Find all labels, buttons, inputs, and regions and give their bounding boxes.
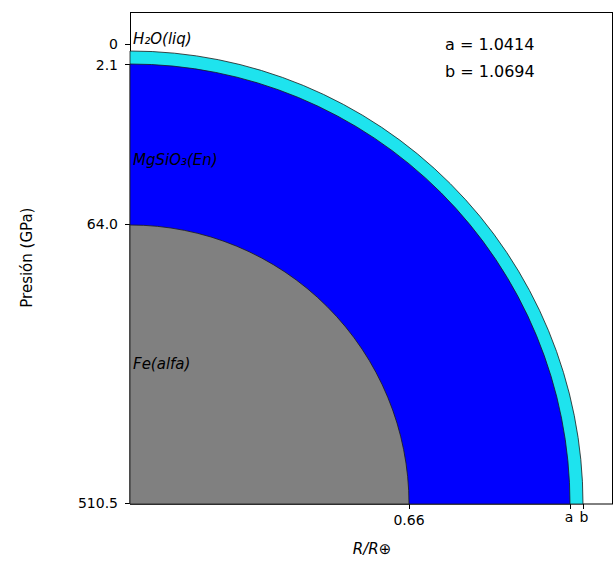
tick-mark xyxy=(125,224,130,225)
tick-label: b xyxy=(580,509,589,525)
tick-label: a xyxy=(565,509,574,525)
tick-mark xyxy=(409,504,410,509)
tick-label: 2.1 xyxy=(96,57,118,73)
layer-label: MgSiO₃(En) xyxy=(133,152,218,169)
tick-mark xyxy=(125,44,130,45)
tick-label: 0.66 xyxy=(393,512,424,528)
layer-region: Fe(alfa)MgSiO₃(En)H₂O(liq) xyxy=(130,51,583,504)
tick-mark xyxy=(570,504,571,509)
annotation: a = 1.0414 xyxy=(445,36,534,54)
layer-label: H₂O(liq) xyxy=(133,31,192,48)
axis-title: Presión (GPa) xyxy=(19,208,36,308)
axes-box xyxy=(131,13,613,505)
tick-mark xyxy=(583,504,584,509)
tick-mark xyxy=(125,503,130,504)
tick-label: 0 xyxy=(109,36,118,52)
axes xyxy=(125,13,613,510)
quarter-disc xyxy=(130,225,409,504)
layer-region: Fe(alfa) MgSiO₃(En) xyxy=(130,64,570,504)
layer-label: Fe(alfa) xyxy=(133,356,190,373)
layer-region: Fe(alfa) xyxy=(130,225,409,504)
tick-mark xyxy=(125,64,130,65)
annotation: b = 1.0694 xyxy=(445,63,535,81)
tick-label: 510.5 xyxy=(78,495,118,511)
quarter-disc xyxy=(130,51,583,504)
axis-title: R/R⊕ xyxy=(353,541,391,558)
tick-label: 64.0 xyxy=(87,216,118,232)
quarter-disc xyxy=(130,64,570,504)
